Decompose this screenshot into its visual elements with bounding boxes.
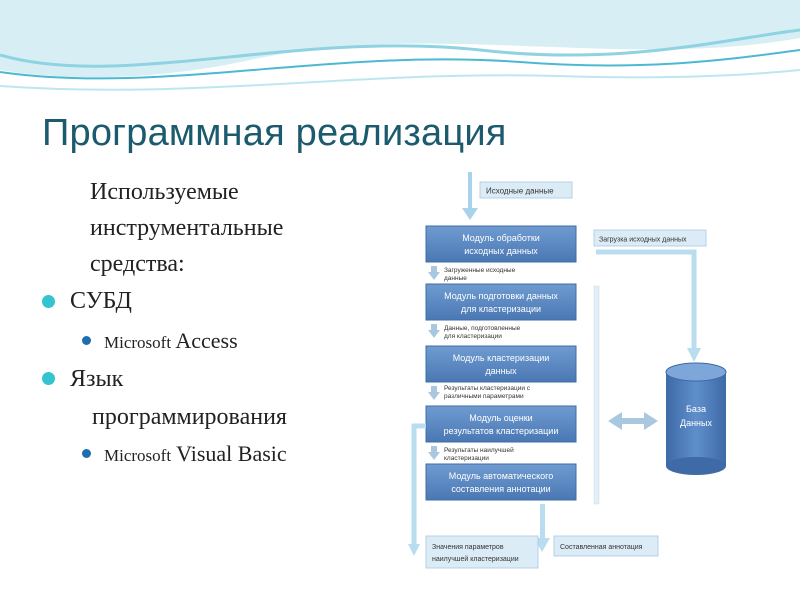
item-language-line1: Язык [70,366,124,392]
load-label-box: Загрузка исходных данных [593,229,707,247]
module-3-line1: Модуль кластеризации [453,353,550,363]
flow-arrow-1: Загруженные исходные данные [428,266,516,282]
item-ms-access: Microsoft Access [104,327,238,357]
module-1-line2: исходных данных [464,246,538,256]
flow-3-line1: Результаты кластеризации с [444,385,531,392]
architecture-diagram: Исходные данные Модуль обработки исходны… [408,172,727,569]
modules-db-connector [593,285,600,505]
input-label: Исходные данные [486,187,554,196]
output-params-box: Значения параметров наилучшей кластериза… [425,535,539,569]
module-5-line2: составления аннотации [451,484,550,494]
bullet-small-icon [82,449,91,458]
item-ms-access-prefix: Microsoft [104,333,172,352]
input-arrow [462,172,478,220]
module-2-line1: Модуль подготовки данных [444,291,558,301]
flow-4-line1: Результаты наилучшей [444,446,514,454]
tools-list: Используемые инструментальные средства: … [0,0,390,600]
module-5: Модуль автоматического составления аннот… [425,463,577,501]
output-params-line2: наилучшей кластеризации [432,555,519,563]
module-4: Модуль оценки результатов кластеризации [425,405,577,443]
page-title: Программная реализация [42,112,507,154]
flow-2-line1: Данные, подготовленные [444,325,521,332]
item-language-line2: программирования [92,404,287,430]
module-1: Модуль обработки исходных данных [425,225,577,263]
tools-intro: Используемые инструментальные средства: [90,179,284,277]
item-ms-access-main: Access [175,328,238,353]
flow-1-line2: данные [444,275,467,282]
output-params-line1: Значения параметров [432,544,504,551]
bullet-icon [42,295,55,308]
db-label-line1: База [686,404,706,414]
module-3-line2: данных [485,366,517,376]
load-arrow [596,249,701,362]
flow-4-line2: кластеризации [444,455,489,462]
module-4-line2: результатов кластеризации [444,426,559,436]
header-wave-decoration [0,0,800,91]
flow-arrow-4: Результаты наилучшей кластеризации [428,446,514,462]
load-label: Загрузка исходных данных [599,237,687,244]
flow-3-line2: различными параметрами [444,393,524,400]
module-1-line1: Модуль обработки [462,233,540,243]
module-3: Модуль кластеризации данных [425,345,577,383]
module-2-line2: для кластеризации [461,304,541,314]
params-output-arrow [408,423,426,556]
input-label-box: Исходные данные [479,181,573,199]
database-icon: База Данных [665,362,727,475]
module-2: Модуль подготовки данных для кластеризац… [425,283,577,321]
output-annotation: Составленная аннотация [560,544,643,551]
item-ms-vb-main: Visual Basic [176,441,287,466]
module-4-line1: Модуль оценки [469,413,532,423]
db-label-line2: Данных [680,418,713,428]
flow-arrow-3: Результаты кластеризации с различными па… [428,385,531,400]
bullet-icon [42,372,55,385]
item-ms-vb: Microsoft Visual Basic [104,440,287,470]
bullet-small-icon [82,336,91,345]
item-ms-vb-prefix: Microsoft [104,446,172,465]
db-exchange-arrow [608,412,658,430]
module-5-line1: Модуль автоматического [449,471,554,481]
flow-2-line2: для кластеризации [444,333,502,340]
flow-arrow-2: Данные, подготовленные для кластеризации [428,324,521,340]
item-dbms: СУБД [70,288,132,314]
flow-1-line1: Загруженные исходные [444,267,516,274]
output-annotation-box: Составленная аннотация [553,535,659,557]
